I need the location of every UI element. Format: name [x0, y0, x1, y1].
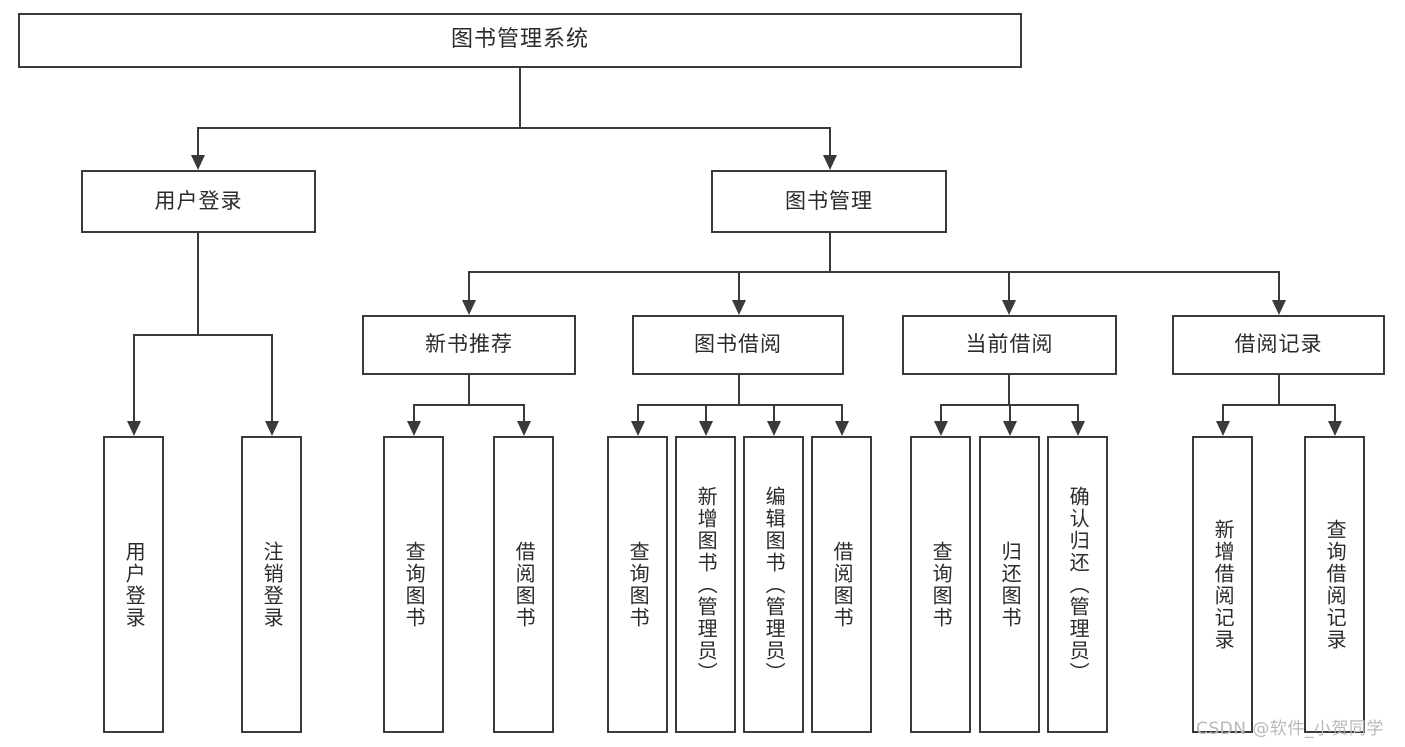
node-label: 查询借阅记录: [1323, 518, 1348, 651]
connector-level3-bus: [468, 271, 1279, 273]
node-book-management[interactable]: 图书管理: [711, 170, 947, 233]
connector-current-borrow-drop-1: [940, 404, 942, 421]
connector-level2-bus: [197, 127, 831, 129]
leaf-new-book-query-book[interactable]: 查询图书: [383, 436, 444, 733]
connector-book-borrow-drop-3: [773, 404, 775, 421]
node-label: 图书管理: [785, 188, 873, 213]
node-label: 注销登录: [260, 540, 285, 629]
connector-book-borrow-drop-4: [841, 404, 843, 421]
connector-new-book-stem: [468, 375, 470, 406]
connector-level3-drop-4: [1278, 271, 1280, 300]
node-current-borrow[interactable]: 当前借阅: [902, 315, 1117, 375]
connector-level3-drop-3: [1008, 271, 1010, 300]
connector-borrow-record-drop-1: [1222, 404, 1224, 421]
connector-new-book-drop-1: [413, 404, 415, 421]
leaf-borrow-record-add-record[interactable]: 新增借阅记录: [1192, 436, 1253, 733]
node-label: 归还图书: [998, 540, 1023, 629]
node-label: 图书管理系统: [450, 27, 589, 53]
arrowhead-icon-book-borrow-3: [767, 421, 781, 436]
connector-level3-drop-1: [468, 271, 470, 300]
arrowhead-icon-borrow-record-1: [1216, 421, 1230, 436]
node-label: 查询图书: [402, 540, 427, 629]
arrowhead-icon-level3-2: [732, 300, 746, 315]
node-book-borrow[interactable]: 图书借阅: [632, 315, 844, 375]
arrowhead-icon-level2-1: [191, 155, 205, 170]
connector-borrow-record-bus: [1222, 404, 1335, 406]
arrowhead-icon-user-login-2: [265, 421, 279, 436]
node-root-library-management-system[interactable]: 图书管理系统: [18, 13, 1022, 68]
leaf-user-login-login[interactable]: 用户登录: [103, 436, 164, 733]
node-label: 图书借阅: [694, 332, 782, 357]
node-label: 新增图书（管理员）: [694, 485, 719, 684]
leaf-current-borrow-query-book[interactable]: 查询图书: [910, 436, 971, 733]
connector-level3-drop-2: [738, 271, 740, 300]
leaf-borrow-record-query-record[interactable]: 查询借阅记录: [1304, 436, 1365, 733]
arrowhead-icon-book-borrow-4: [835, 421, 849, 436]
leaf-current-borrow-confirm-return-admin[interactable]: 确认归还（管理员）: [1047, 436, 1108, 733]
arrowhead-icon-current-borrow-2: [1003, 421, 1017, 436]
connector-borrow-record-drop-2: [1334, 404, 1336, 421]
connector-user-login-bus: [133, 334, 273, 336]
connector-level2-drop-2: [829, 127, 831, 155]
connector-new-book-drop-2: [523, 404, 525, 421]
connector-level2-drop-1: [197, 127, 199, 155]
node-user-login[interactable]: 用户登录: [81, 170, 316, 233]
connector-root-stem: [519, 68, 521, 128]
node-label: 用户登录: [154, 188, 243, 213]
connector-borrow-record-stem: [1278, 375, 1280, 406]
node-label: 借阅图书: [830, 540, 855, 629]
leaf-book-borrow-edit-book-admin[interactable]: 编辑图书（管理员）: [743, 436, 804, 733]
connector-new-book-bus: [413, 404, 524, 406]
arrowhead-icon-level2-2: [823, 155, 837, 170]
arrowhead-icon-borrow-record-2: [1328, 421, 1342, 436]
arrowhead-icon-new-book-2: [517, 421, 531, 436]
arrowhead-icon-level3-3: [1002, 300, 1016, 315]
node-borrow-record[interactable]: 借阅记录: [1172, 315, 1385, 375]
node-label: 确认归还（管理员）: [1066, 485, 1091, 684]
connector-user-login-drop-2: [271, 334, 273, 421]
arrowhead-icon-current-borrow-3: [1071, 421, 1085, 436]
leaf-book-borrow-borrow-book[interactable]: 借阅图书: [811, 436, 872, 733]
connector-current-borrow-stem: [1008, 375, 1010, 406]
leaf-current-borrow-return-book[interactable]: 归还图书: [979, 436, 1040, 733]
node-label: 编辑图书（管理员）: [762, 485, 787, 684]
watermark-credit: CSDN @软件_小贺同学: [1196, 719, 1384, 739]
node-label: 借阅记录: [1234, 332, 1323, 357]
node-new-book-recommend[interactable]: 新书推荐: [362, 315, 576, 375]
node-label: 用户登录: [122, 540, 147, 629]
connector-current-borrow-drop-2: [1009, 404, 1011, 421]
arrowhead-icon-level3-1: [462, 300, 476, 315]
leaf-book-borrow-add-book-admin[interactable]: 新增图书（管理员）: [675, 436, 736, 733]
leaf-new-book-borrow-book[interactable]: 借阅图书: [493, 436, 554, 733]
node-label: 查询图书: [929, 540, 954, 629]
arrowhead-icon-new-book-1: [407, 421, 421, 436]
connector-user-login-drop-1: [133, 334, 135, 421]
leaf-user-login-logout[interactable]: 注销登录: [241, 436, 302, 733]
node-label: 查询图书: [626, 540, 651, 629]
node-label: 新书推荐: [425, 332, 513, 357]
arrowhead-icon-book-borrow-2: [699, 421, 713, 436]
connector-book-borrow-stem: [738, 375, 740, 406]
arrowhead-icon-book-borrow-1: [631, 421, 645, 436]
arrowhead-icon-current-borrow-1: [934, 421, 948, 436]
leaf-book-borrow-query-book[interactable]: 查询图书: [607, 436, 668, 733]
node-label: 新增借阅记录: [1211, 518, 1236, 651]
connector-book-borrow-bus: [637, 404, 843, 406]
connector-book-management-stem: [829, 233, 831, 273]
connector-user-login-stem: [197, 233, 199, 335]
arrowhead-icon-user-login-1: [127, 421, 141, 436]
connector-book-borrow-drop-2: [705, 404, 707, 421]
arrowhead-icon-level3-4: [1272, 300, 1286, 315]
node-label: 当前借阅: [965, 332, 1054, 357]
connector-current-borrow-drop-3: [1077, 404, 1079, 421]
node-label: 借阅图书: [512, 540, 537, 629]
connector-book-borrow-drop-1: [637, 404, 639, 421]
